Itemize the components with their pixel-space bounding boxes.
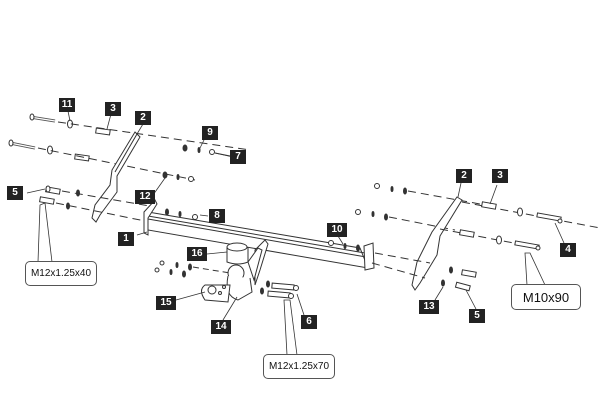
callout-12: 12 xyxy=(135,190,155,204)
nut-chain-9-7 xyxy=(182,144,231,157)
callout-6: 6 xyxy=(301,315,317,329)
callout-2-right: 2 xyxy=(456,169,472,183)
nut-rows-ball xyxy=(154,260,231,278)
callout-2-left: 2 xyxy=(135,111,151,125)
spec-label-bottom: M12x1.25x70 xyxy=(263,354,335,379)
callout-11: 11 xyxy=(59,98,75,112)
callout-5-left: 5 xyxy=(7,186,23,200)
bolt-row-lower-left xyxy=(8,139,196,181)
callout-15: 15 xyxy=(156,296,176,310)
callout-14: 14 xyxy=(211,320,231,334)
bolt-row-5-right xyxy=(371,252,477,292)
callout-1: 1 xyxy=(118,232,134,246)
ball-cover xyxy=(226,242,249,265)
bolt-row-5-left xyxy=(39,185,151,223)
bolts-6 xyxy=(260,280,299,299)
callout-4: 4 xyxy=(560,243,576,257)
callout-16: 16 xyxy=(187,247,207,261)
callout-3-right: 3 xyxy=(492,169,508,183)
spec-label-left: M12x1.25x40 xyxy=(25,261,97,286)
callout-9: 9 xyxy=(202,126,218,140)
spec-label-right: M10x90 xyxy=(511,284,581,310)
callout-7: 7 xyxy=(230,150,246,164)
crossbeam xyxy=(143,199,375,271)
bolt-row-upper-right xyxy=(461,201,600,229)
callout-5-right: 5 xyxy=(469,309,485,323)
nut-chain-12 xyxy=(162,171,194,182)
bolt-row-lower-right xyxy=(439,228,541,251)
callout-3-left: 3 xyxy=(105,102,121,116)
side-bracket-right xyxy=(411,196,463,291)
nut-rows-right-top xyxy=(355,183,481,231)
tow-ball-assembly xyxy=(201,239,269,303)
side-bracket-left xyxy=(91,131,141,223)
callout-8: 8 xyxy=(209,209,225,223)
bolt-row-upper-left xyxy=(29,113,251,151)
callout-10: 10 xyxy=(327,223,347,237)
leader-lines xyxy=(26,110,565,356)
callout-13: 13 xyxy=(419,300,439,314)
